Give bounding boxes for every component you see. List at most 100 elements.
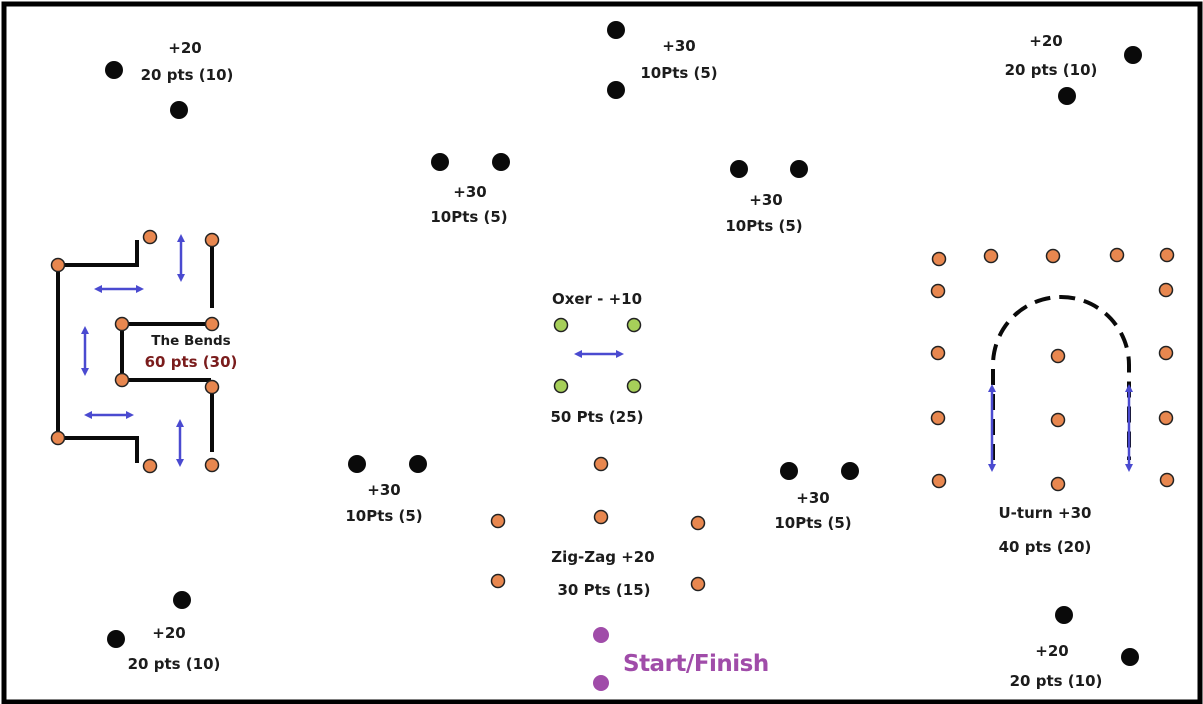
orange-cone: [930, 283, 946, 299]
orange-cone: [593, 456, 609, 472]
obstacle-top-left-pair: +20 20 pts (10): [105, 39, 233, 119]
orange-cone: [1159, 472, 1175, 488]
points-label: 10Pts (5): [345, 507, 422, 525]
orange-cone: [1050, 348, 1066, 364]
black-marker: [492, 153, 510, 171]
obstacle-top-center-pair: +30 10Pts (5): [607, 21, 718, 99]
orange-cone: [1045, 248, 1061, 264]
orange-cone: [204, 316, 220, 332]
points-label: 20 pts (10): [141, 66, 234, 84]
black-marker: [173, 591, 191, 609]
purple-marker: [593, 627, 609, 643]
obstacle-bottom-left-pair: +20 20 pts (10): [107, 591, 220, 673]
obstacle-upper-left-gate: +30 10Pts (5): [430, 153, 510, 226]
orange-cone: [930, 345, 946, 361]
obstacle-upper-right-gate: +30 10Pts (5): [725, 160, 808, 235]
black-marker: [780, 462, 798, 480]
orange-cone: [204, 232, 220, 248]
points-label: 20 pts (10): [1005, 61, 1098, 79]
black-marker: [105, 61, 123, 79]
obstacle-uturn: U-turn +30 40 pts (20): [930, 247, 1175, 556]
black-marker: [841, 462, 859, 480]
obstacle-top-right-pair: +20 20 pts (10): [1005, 32, 1142, 105]
black-marker: [607, 21, 625, 39]
black-marker: [1055, 606, 1073, 624]
black-marker: [348, 455, 366, 473]
obstacle-name: Oxer - +10: [552, 290, 642, 308]
orange-cone: [142, 229, 158, 245]
black-marker: [170, 101, 188, 119]
orange-cone: [1050, 412, 1066, 428]
orange-cone: [931, 251, 947, 267]
orange-cone: [142, 458, 158, 474]
points-label: 40 pts (20): [999, 538, 1092, 556]
orange-cone: [1109, 247, 1125, 263]
start-finish: Start/Finish: [593, 627, 769, 691]
obstacle-name: Zig-Zag +20: [551, 548, 654, 566]
black-marker: [1121, 648, 1139, 666]
black-marker: [431, 153, 449, 171]
orange-cone: [114, 372, 130, 388]
orange-cone: [50, 430, 66, 446]
orange-cone: [690, 576, 706, 592]
bonus-label: +30: [662, 37, 695, 55]
bonus-label: +20: [1029, 32, 1062, 50]
obstacle-the-bends: The Bends 60 pts (30): [50, 229, 238, 474]
black-marker: [107, 630, 125, 648]
points-label: 10Pts (5): [640, 64, 717, 82]
orange-cone: [204, 457, 220, 473]
points-label: 30 Pts (15): [558, 581, 651, 599]
points-label: 20 pts (10): [1010, 672, 1103, 690]
start-finish-label: Start/Finish: [623, 651, 769, 677]
points-label: 10Pts (5): [725, 217, 802, 235]
obstacle-lower-right-gate: +30 10Pts (5): [774, 462, 859, 532]
points-label: 60 pts (30): [145, 353, 238, 371]
obstacle-bottom-right-pair: +20 20 pts (10): [1010, 606, 1139, 690]
black-marker: [1124, 46, 1142, 64]
bonus-label: +30: [749, 191, 782, 209]
black-marker: [730, 160, 748, 178]
obstacle-name: U-turn +30: [999, 504, 1092, 522]
purple-marker: [593, 675, 609, 691]
orange-cone: [983, 248, 999, 264]
orange-cone: [690, 515, 706, 531]
orange-cone: [1158, 282, 1174, 298]
black-marker: [409, 455, 427, 473]
uturn-path: [991, 295, 1131, 460]
black-marker: [790, 160, 808, 178]
green-cone: [626, 378, 642, 394]
orange-cone: [930, 410, 946, 426]
points-label: 20 pts (10): [128, 655, 221, 673]
orange-cone: [114, 316, 130, 332]
obstacle-zigzag: Zig-Zag +20 30 Pts (15): [490, 456, 706, 599]
orange-cone: [1158, 410, 1174, 426]
orange-cone: [1050, 476, 1066, 492]
points-label: 50 Pts (25): [551, 408, 644, 426]
orange-cone: [593, 509, 609, 525]
bonus-label: +30: [367, 481, 400, 499]
orange-cone: [1159, 247, 1175, 263]
orange-cone: [490, 513, 506, 529]
green-cone: [553, 317, 569, 333]
bonus-label: +30: [453, 183, 486, 201]
orange-cone: [1158, 345, 1174, 361]
green-cone: [626, 317, 642, 333]
black-marker: [607, 81, 625, 99]
bonus-label: +20: [152, 624, 185, 642]
orange-cone: [204, 379, 220, 395]
bonus-label: +30: [796, 489, 829, 507]
black-marker: [1058, 87, 1076, 105]
orange-cone: [931, 473, 947, 489]
obstacle-name: The Bends: [151, 333, 230, 349]
obstacle-lower-left-gate: +30 10Pts (5): [345, 455, 427, 525]
bends-arrows: [81, 234, 185, 467]
obstacle-oxer: Oxer - +10 50 Pts (25): [551, 290, 644, 426]
bonus-label: +20: [1035, 642, 1068, 660]
green-cone: [553, 378, 569, 394]
orange-cone: [490, 573, 506, 589]
bends-walls: [56, 240, 214, 463]
points-label: 10Pts (5): [774, 514, 851, 532]
points-label: 10Pts (5): [430, 208, 507, 226]
orange-cone: [50, 257, 66, 273]
